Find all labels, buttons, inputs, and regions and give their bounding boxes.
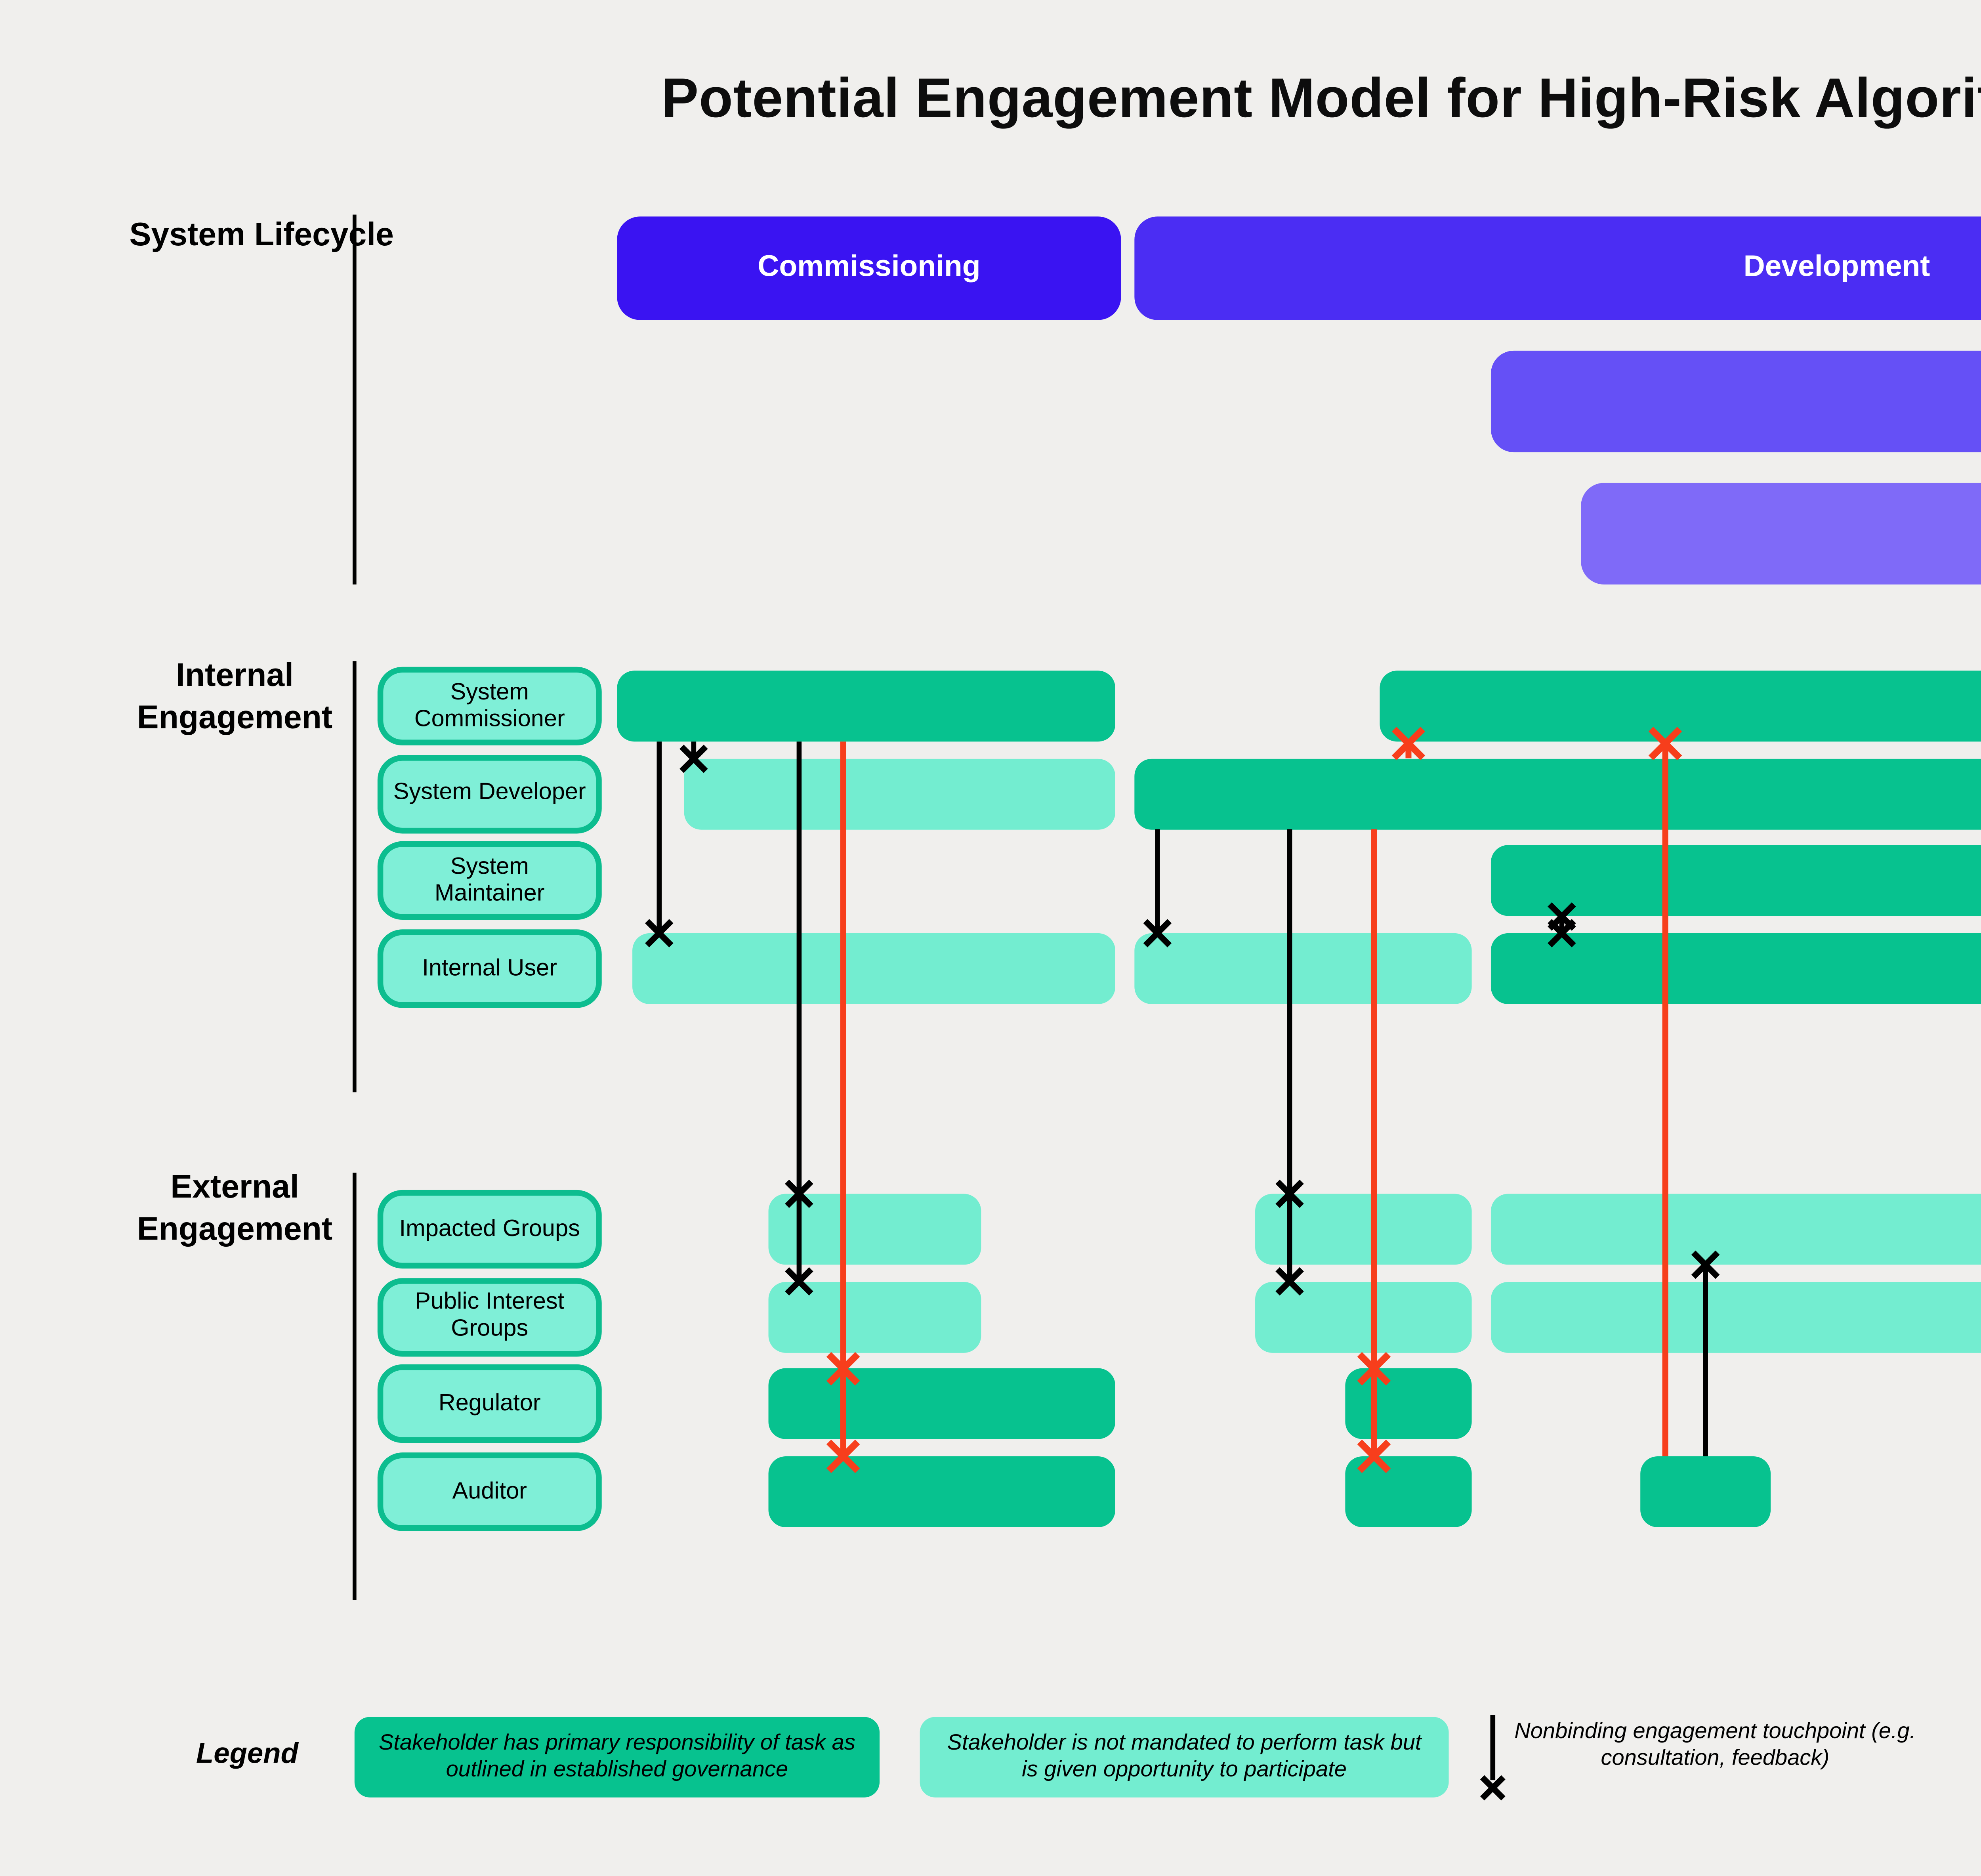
engagement-bar-auditor: [1640, 1456, 1771, 1527]
engagement-bar-regulator: [1345, 1368, 1472, 1440]
pill-label: Internal User: [422, 953, 557, 980]
engagement-bar-system-commissioner: [617, 671, 1115, 742]
engagement-bar-public-interest-groups: [1255, 1281, 1472, 1353]
engagement-bar-public-interest-groups: [768, 1281, 981, 1353]
pill-label: System Commissioner: [414, 678, 565, 731]
engagement-bar-system-developer: [684, 758, 1115, 829]
legend-primary-responsibility: Stakeholder has primary responsibility o…: [354, 1717, 880, 1798]
section-label-external-engagement: External Engagement: [137, 1169, 333, 1247]
pill-label: System Developer: [393, 778, 586, 806]
pill-label: Auditor: [452, 1477, 527, 1503]
divider-system-lifecycle: [352, 214, 357, 585]
legend-opportunity-to-participate: Stakeholder is not mandated to perform t…: [920, 1717, 1449, 1798]
page-title: Potential Engagement Model for High-Risk…: [661, 69, 1981, 130]
engagement-bar-auditor: [768, 1456, 1115, 1527]
engagement-bar-system-developer: [1134, 758, 1981, 829]
stakeholder-pill-auditor: Auditor: [377, 1452, 602, 1531]
engagement-bar-internal-user: [1491, 933, 1981, 1004]
stakeholder-pill-impacted-groups: Impacted Groups: [377, 1190, 602, 1269]
section-label-internal-engagement: Internal Engagement: [137, 657, 333, 735]
lifecycle-phase-development: Development: [1134, 216, 1981, 320]
engagement-bar-impacted-groups: [1255, 1194, 1472, 1265]
section-label-system-lifecycle: System Lifecycle: [129, 216, 394, 253]
pill-label: Public Interest Groups: [415, 1288, 565, 1342]
divider-external-engagement: [352, 1173, 357, 1600]
engagement-bar-internal-user: [1134, 933, 1472, 1004]
engagement-bar-auditor: [1345, 1456, 1472, 1527]
engagement-bar-impacted-groups: [768, 1194, 981, 1265]
lifecycle-phase-commissioning: Commissioning: [617, 216, 1121, 320]
stakeholder-pill-system-commissioner: System Commissioner: [377, 667, 602, 746]
stakeholder-pill-system-developer: System Developer: [377, 754, 602, 833]
nonbinding-touchpoint: [645, 741, 674, 948]
binding-touchpoint: [826, 741, 860, 1473]
stakeholder-pill-regulator: Regulator: [377, 1365, 602, 1444]
engagement-bar-internal-user: [632, 933, 1115, 1004]
engagement-bar-regulator: [768, 1368, 1115, 1440]
divider-internal-engagement: [352, 661, 357, 1093]
nonbinding-touchpoint-icon: [1480, 1715, 1506, 1801]
engagement-bar-system-commissioner: [1380, 671, 1981, 742]
stakeholder-pill-system-maintainer: System Maintainer: [377, 842, 602, 921]
pill-label: System Maintainer: [434, 852, 545, 906]
binding-touchpoint-icon: [1976, 1711, 1981, 1803]
stakeholder-pill-internal-user: Internal User: [377, 929, 602, 1008]
lifecycle-phase-evaluation: Evaluation: [1581, 483, 1981, 585]
engagement-bar-impacted-groups: [1491, 1194, 1981, 1265]
stakeholder-pill-public-interest-groups: Public Interest Groups: [377, 1277, 602, 1356]
nonbinding-touchpoint: [1143, 829, 1172, 948]
legend-nonbinding-text: Nonbinding engagement touchpoint (e.g. c…: [1514, 1719, 1916, 1772]
lifecycle-phase-deployment: Deployment: [1491, 350, 1981, 453]
pill-label: Regulator: [438, 1389, 541, 1416]
legend-title: Legend: [196, 1738, 298, 1771]
pill-label: Impacted Groups: [399, 1214, 580, 1241]
engagement-bar-system-maintainer: [1491, 845, 1981, 917]
engagement-bar-public-interest-groups: [1491, 1281, 1981, 1353]
